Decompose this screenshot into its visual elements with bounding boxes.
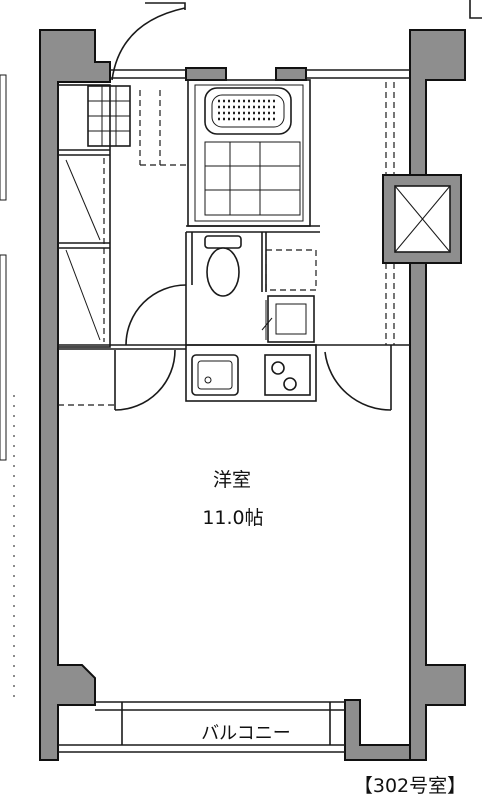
bathtub	[204, 87, 292, 135]
right-exterior-wall	[409, 29, 466, 761]
left-exterior-wall	[39, 29, 111, 761]
balcony-railing	[58, 744, 345, 753]
wash-basin	[267, 295, 315, 343]
top-window	[110, 69, 410, 79]
page-edge-marks	[0, 0, 482, 700]
washroom	[261, 249, 317, 343]
stove	[264, 354, 311, 396]
top-wall-block-right	[275, 67, 307, 81]
toilet-door	[125, 284, 187, 346]
bath-floor-grid	[204, 141, 301, 216]
unit-bath	[187, 79, 311, 227]
entrance-door	[111, 7, 186, 166]
toilet-room	[125, 225, 320, 346]
main-room-size: 11.0帖	[202, 507, 263, 529]
burner-1	[271, 361, 285, 375]
room-door	[58, 349, 176, 411]
sink	[191, 354, 239, 396]
toilet-bowl	[206, 247, 240, 297]
burner-2	[283, 377, 297, 391]
top-wall-block-left	[185, 67, 227, 81]
main-room-name: 洋室	[213, 469, 251, 491]
balcony-label: バルコニー	[201, 723, 291, 744]
kitchen-counter	[185, 344, 317, 402]
balcony-side-wall	[344, 699, 411, 761]
storage-closet	[57, 84, 111, 348]
bathtub-texture	[218, 99, 278, 121]
unit-number-label: 【302号室】	[354, 775, 466, 797]
toilet-tank	[204, 235, 242, 249]
balcony	[58, 701, 345, 753]
pipe-shaft	[382, 82, 462, 345]
closet-door-right	[324, 345, 392, 411]
shoe-shelf	[87, 85, 131, 147]
balcony-window	[95, 701, 345, 711]
